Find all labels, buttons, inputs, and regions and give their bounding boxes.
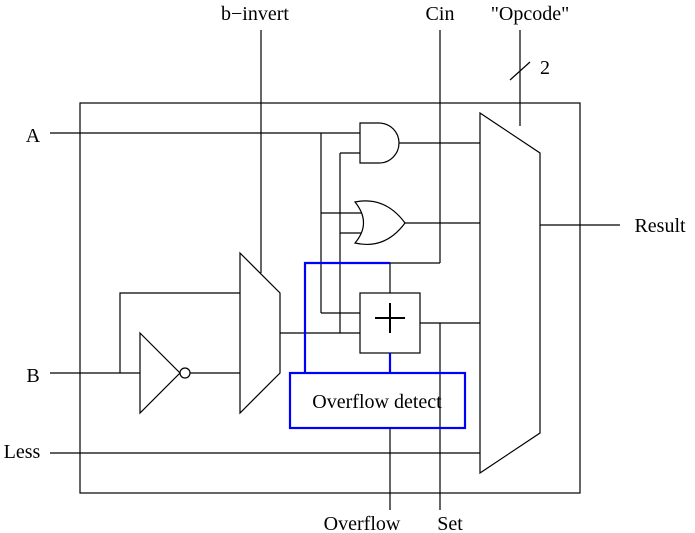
- wire-b-direct: [119, 292, 240, 373]
- label-b: B: [26, 365, 39, 387]
- label-opcode-width: 2: [540, 57, 550, 79]
- label-result: Result: [634, 215, 686, 237]
- result-mux: [479, 111, 541, 475]
- label-set: Set: [437, 513, 463, 533]
- inverter-bubble: [179, 367, 191, 379]
- bus-width-slash: [509, 61, 531, 81]
- overflow-detect-box: [288, 371, 467, 430]
- label-opcode: "Opcode": [491, 3, 570, 25]
- label-overflow: Overflow: [324, 513, 401, 533]
- and-gate: [359, 122, 400, 164]
- inverter: [139, 331, 181, 415]
- label-cin: Cin: [426, 3, 455, 25]
- wire-cin-to-adder: [389, 262, 440, 293]
- overflow-detect-label: Overflow detect: [312, 391, 442, 413]
- wire-overflow-input: [303, 261, 390, 373]
- label-b-invert: b−invert: [221, 3, 289, 25]
- or-gate: [353, 200, 406, 245]
- alu-outline: [79, 102, 581, 494]
- label-a: A: [26, 125, 41, 147]
- label-less: Less: [4, 441, 41, 463]
- b-mux: [239, 251, 281, 415]
